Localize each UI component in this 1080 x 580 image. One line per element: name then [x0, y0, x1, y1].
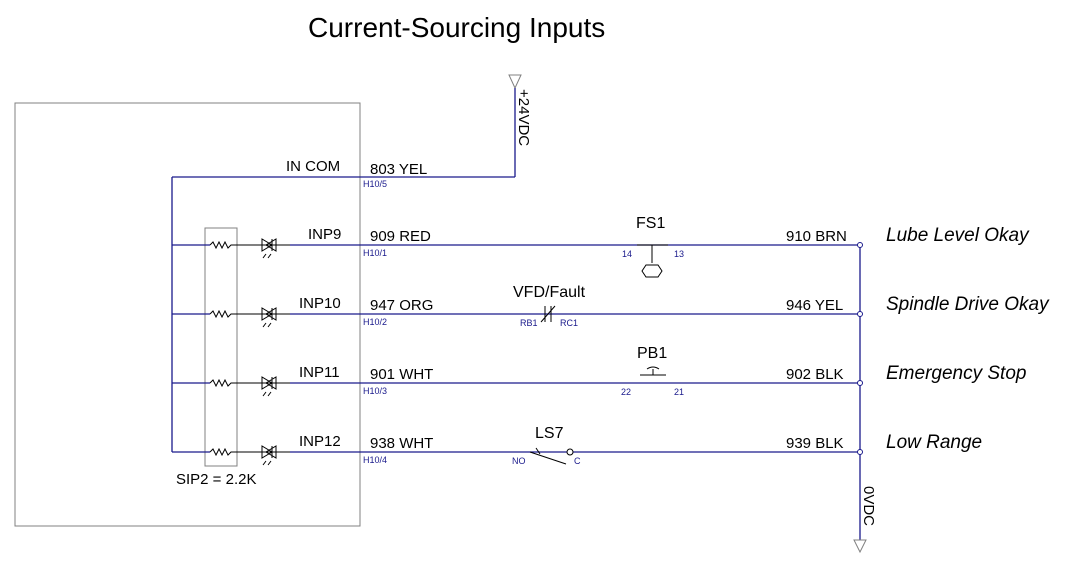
- return-arrow-icon: [853, 539, 867, 554]
- input-rows: INP9 909 RED H10/1 910 BRN Lube Level Okay FS…: [172, 215, 1050, 466]
- led-rays-icon: [262, 253, 272, 259]
- supply-arrow-icon: [508, 74, 522, 90]
- pin-right-label: 21: [674, 387, 684, 397]
- common-wire-label: 803 YEL: [370, 161, 427, 178]
- float-icon: [641, 264, 663, 278]
- sip-box: [204, 227, 238, 467]
- resistor-icon: [209, 378, 262, 388]
- wire-out-label: 946 YEL: [786, 297, 843, 314]
- pin-left-label: 22: [621, 387, 631, 397]
- optocoupler-icon: [261, 445, 290, 459]
- resistor-icon: [209, 240, 262, 250]
- limit-switch-icon: [529, 447, 567, 465]
- led-rays-icon: [262, 322, 272, 328]
- description-label: Low Range: [886, 432, 982, 453]
- pin-left-label: 14: [622, 249, 632, 259]
- input-label: INP12: [299, 433, 341, 450]
- wire-in-label: 901 WHT: [370, 366, 433, 383]
- terminal-label: H10/4: [363, 455, 387, 465]
- common-label: IN COM: [286, 158, 340, 175]
- pin-right-label: 13: [674, 249, 684, 259]
- pin-right-label: C: [574, 456, 581, 466]
- resistor-icon: [209, 447, 262, 457]
- description-label: Spindle Drive Okay: [886, 294, 1050, 315]
- device-label: LS7: [535, 425, 564, 442]
- limit-switch-roller-icon: [566, 448, 574, 456]
- device-label: PB1: [637, 345, 667, 362]
- input-label: INP10: [299, 295, 341, 312]
- common-terminal: H10/5: [363, 179, 387, 189]
- wire-in-label: 909 RED: [370, 228, 431, 245]
- wire-out-label: 939 BLK: [786, 435, 844, 452]
- junction-dot: [857, 449, 863, 455]
- device-label: FS1: [636, 215, 665, 232]
- pin-left-label: RB1: [520, 318, 538, 328]
- supply-bottom-label: 0VDC: [860, 486, 877, 526]
- description-label: Emergency Stop: [886, 363, 1026, 384]
- supply-top-label: +24VDC: [515, 89, 532, 146]
- optocoupler-icon: [261, 238, 290, 252]
- wire-out-label: 902 BLK: [786, 366, 844, 383]
- device-label: VFD/Fault: [513, 284, 586, 301]
- junction-dot: [857, 242, 863, 248]
- junction-dot: [857, 311, 863, 317]
- diagram-title: Current-Sourcing Inputs: [308, 12, 605, 43]
- resistor-icon: [209, 309, 262, 319]
- pushbutton-icon: [640, 366, 666, 376]
- contact-icon: [540, 305, 556, 323]
- wire-in-label: 947 ORG: [370, 297, 433, 314]
- terminal-label: H10/1: [363, 248, 387, 258]
- terminal-label: H10/3: [363, 386, 387, 396]
- pin-left-label: NO: [512, 456, 526, 466]
- junction-dot: [857, 380, 863, 386]
- terminal-label: H10/2: [363, 317, 387, 327]
- wire-out-label: 910 BRN: [786, 228, 847, 245]
- wire-in-label: 938 WHT: [370, 435, 433, 452]
- optocoupler-icon: [261, 307, 290, 321]
- description-label: Lube Level Okay: [886, 225, 1030, 246]
- sip-label: SIP2 = 2.2K: [176, 471, 256, 488]
- led-rays-icon: [262, 460, 272, 466]
- input-label: INP11: [299, 364, 340, 381]
- led-rays-icon: [262, 391, 272, 397]
- optocoupler-icon: [261, 376, 290, 390]
- input-label: INP9: [308, 226, 341, 243]
- pin-right-label: RC1: [560, 318, 578, 328]
